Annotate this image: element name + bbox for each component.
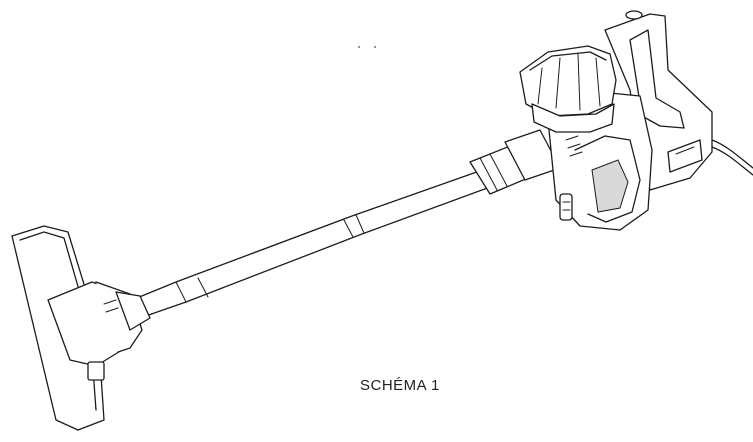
floor-brush	[11, 225, 151, 431]
figure-caption: SCHÉMA 1	[360, 377, 440, 394]
extension-tube	[131, 129, 561, 319]
power-cord	[711, 139, 753, 169]
stray-dots	[358, 46, 376, 48]
handheld-unit	[519, 10, 713, 231]
